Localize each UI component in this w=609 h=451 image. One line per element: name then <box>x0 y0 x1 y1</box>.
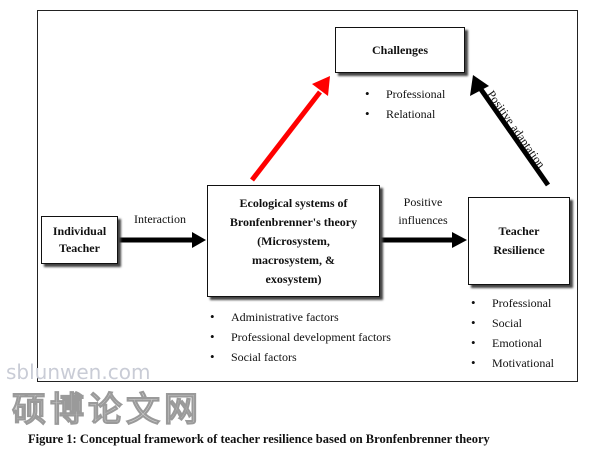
list-item: Social <box>468 313 554 333</box>
resilience-line-1: Teacher <box>498 224 540 238</box>
list-item: Professional <box>468 293 554 313</box>
positive-influences-label: Positive influences <box>388 193 458 229</box>
resilience-line-2: Resilience <box>493 243 545 257</box>
figure-caption: Figure 1: Conceptual framework of teache… <box>28 432 490 446</box>
positive-influences-line-2: influences <box>398 213 448 227</box>
list-item: Social factors <box>207 347 391 367</box>
resilience-list: Professional Social Emotional Motivation… <box>468 293 554 373</box>
red-arrow <box>250 90 322 182</box>
ecological-line-2: Bronfenbrenner's theory <box>229 214 358 229</box>
watermark-url: sblunwen.com <box>6 360 151 384</box>
diagram-frame <box>37 10 578 382</box>
ecological-list: Administrative factors Professional deve… <box>207 307 391 367</box>
challenges-title: Challenges <box>371 42 428 57</box>
watermark-chinese: 硕博论文网 <box>12 390 202 431</box>
list-item: Emotional <box>468 333 554 353</box>
positive-influences-arrowhead <box>452 232 467 248</box>
challenges-list: Professional Relational <box>362 84 445 124</box>
list-item: Professional development factors <box>207 327 391 347</box>
individual-teacher-box: Individual Teacher <box>41 216 118 264</box>
list-item: Administrative factors <box>207 307 391 327</box>
positive-adaptation-arrow <box>477 86 551 187</box>
ecological-line-3: (Microsystem, <box>257 233 330 248</box>
list-item: Relational <box>362 104 445 124</box>
challenges-box: Challenges <box>335 27 465 73</box>
ecological-line-4: macrosystem, & <box>251 252 336 267</box>
list-item: Professional <box>362 84 445 104</box>
positive-influences-line-1: Positive <box>403 195 443 209</box>
individual-teacher-line-1: Individual <box>52 224 107 238</box>
list-item: Motivational <box>468 353 554 373</box>
ecological-line-1: Ecological systems of <box>239 195 348 210</box>
teacher-resilience-box: Teacher Resilience <box>468 197 570 285</box>
ecological-systems-box: Ecological systems of Bronfenbrenner's t… <box>207 185 380 297</box>
red-arrowhead <box>312 76 330 96</box>
interaction-label: Interaction <box>134 212 186 226</box>
positive-adaptation-arrowhead <box>470 75 489 96</box>
individual-teacher-line-2: Teacher <box>59 241 100 255</box>
ecological-line-5: exosystem) <box>265 271 322 286</box>
interaction-arrowhead <box>192 232 206 248</box>
